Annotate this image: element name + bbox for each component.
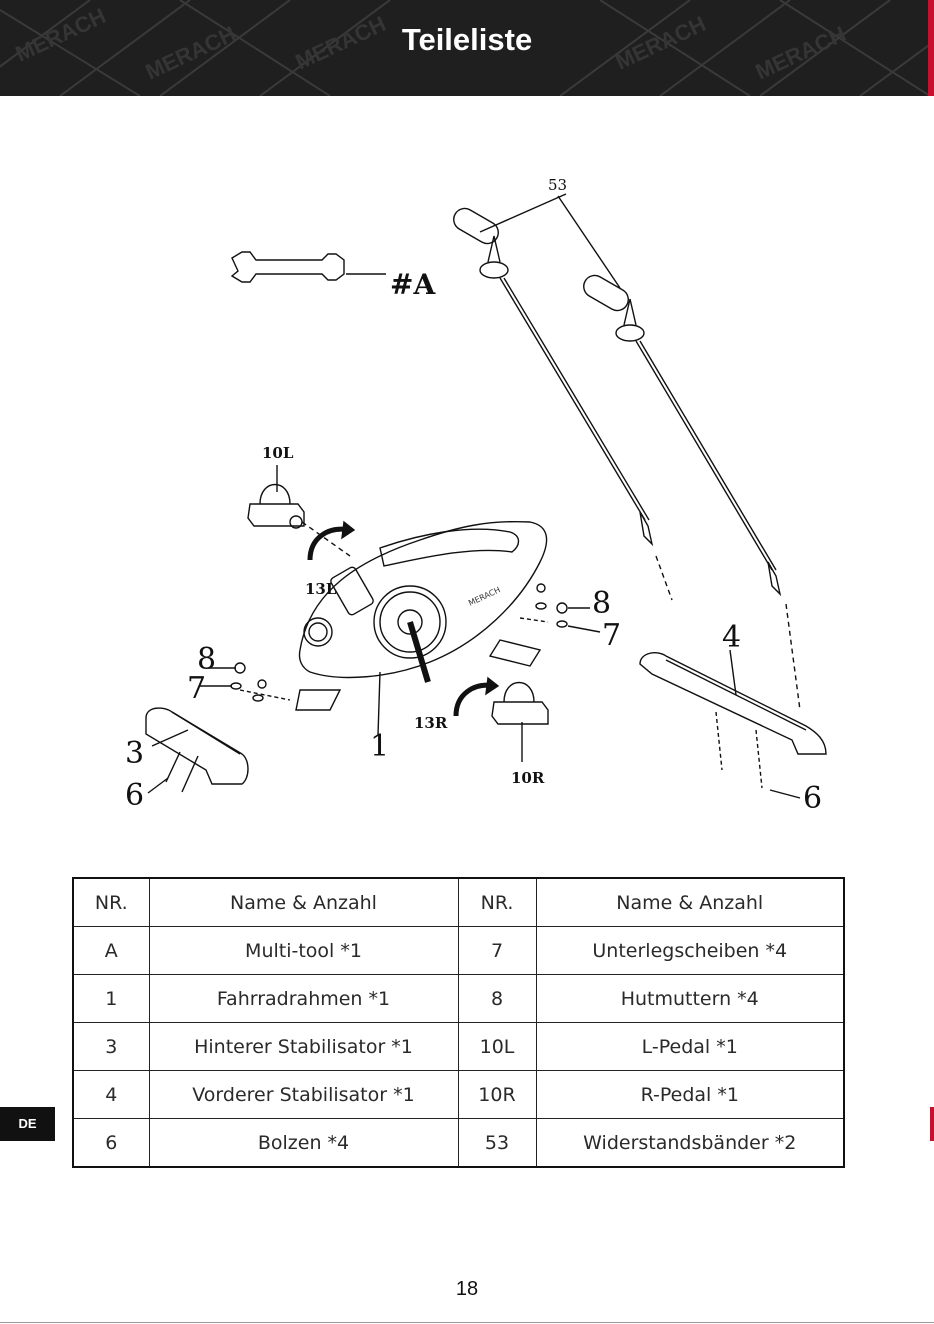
- left-hardware-illustration: [200, 662, 291, 702]
- label-7-right: 7: [602, 618, 621, 653]
- label-13R: 13R: [414, 714, 448, 732]
- header-nr: NR.: [72, 877, 150, 927]
- front-stabilizer-illustration: [639, 649, 827, 799]
- part-name: Widerstandsbänder *2: [535, 1118, 845, 1168]
- part-number: 10L: [457, 1022, 537, 1071]
- part-number: 6: [72, 1118, 150, 1168]
- label-53: 53: [548, 176, 567, 194]
- left-pedal-illustration: [247, 465, 351, 557]
- page-number: 18: [455, 1278, 479, 1300]
- header-name: Name & Anzahl: [148, 877, 459, 927]
- label-6-right: 6: [803, 781, 822, 816]
- table-row: 3 Hinterer Stabilisator *1 10L L-Pedal *…: [72, 1022, 845, 1071]
- page-title: Teileliste: [401, 22, 533, 57]
- part-number: 53: [457, 1118, 537, 1168]
- table-row: A Multi-tool *1 7 Unterlegscheiben *4: [72, 926, 845, 975]
- part-name: Unterlegscheiben *4: [535, 926, 845, 975]
- table-row: 4 Vorderer Stabilisator *1 10R R-Pedal *…: [72, 1070, 845, 1119]
- label-tool: #A: [390, 268, 436, 301]
- part-number: 7: [457, 926, 537, 975]
- label-1: 1: [370, 729, 389, 764]
- header-nr: NR.: [457, 877, 537, 927]
- label-8-left: 8: [197, 642, 216, 677]
- part-name: Multi-tool *1: [148, 926, 459, 975]
- label-3: 3: [125, 736, 144, 771]
- rear-stabilizer-illustration: [145, 707, 249, 794]
- label-6-left: 6: [125, 778, 144, 813]
- part-name: R-Pedal *1: [535, 1070, 845, 1119]
- part-name: Bolzen *4: [148, 1118, 459, 1168]
- part-number: 4: [72, 1070, 150, 1119]
- table-row: 1 Fahrradrahmen *1 8 Hutmuttern *4: [72, 974, 845, 1023]
- parts-diagram: 53 #A 10L 13L 8 7 3 6 1 13R 10R 8 7 4 6 …: [125, 176, 827, 816]
- part-number: 10R: [457, 1070, 537, 1119]
- part-name: Hutmuttern *4: [535, 974, 845, 1023]
- part-number: 8: [457, 974, 537, 1023]
- frame-brand-text: MERACH: [467, 585, 502, 608]
- brand-pattern: MERACH MERACH MERACH MERACH MERACH: [0, 0, 934, 96]
- language-tab: DE: [0, 1107, 55, 1141]
- bottom-divider: [0, 1322, 934, 1323]
- label-10L: 10L: [262, 444, 294, 462]
- table-row: 6 Bolzen *4 53 Widerstandsbänder *2: [72, 1118, 845, 1168]
- table-header-row: NR. Name & Anzahl NR. Name & Anzahl: [72, 877, 845, 927]
- bike-frame-illustration: [295, 520, 548, 736]
- header-accent-bar: [928, 0, 934, 96]
- part-number: 1: [72, 974, 150, 1023]
- label-8-right: 8: [592, 586, 611, 621]
- header-name: Name & Anzahl: [535, 877, 845, 927]
- part-number: 3: [72, 1022, 150, 1071]
- part-name: L-Pedal *1: [535, 1022, 845, 1071]
- multi-tool-illustration: [230, 251, 386, 283]
- label-13L: 13L: [305, 580, 337, 598]
- part-number: A: [72, 926, 150, 975]
- part-name: Vorderer Stabilisator *1: [148, 1070, 459, 1119]
- right-hardware-illustration: [519, 583, 601, 633]
- right-pedal-illustration: [491, 681, 549, 762]
- part-name: Hinterer Stabilisator *1: [148, 1022, 459, 1071]
- edge-marker: [930, 1107, 934, 1141]
- label-4: 4: [722, 620, 741, 655]
- part-name: Fahrradrahmen *1: [148, 974, 459, 1023]
- label-7-left: 7: [187, 671, 206, 706]
- parts-table: NR. Name & Anzahl NR. Name & Anzahl A Mu…: [72, 877, 845, 1168]
- resistance-bands-illustration: [453, 193, 801, 711]
- page-header: MERACH MERACH MERACH MERACH MERACH Teile…: [0, 0, 934, 96]
- label-10R: 10R: [511, 769, 545, 787]
